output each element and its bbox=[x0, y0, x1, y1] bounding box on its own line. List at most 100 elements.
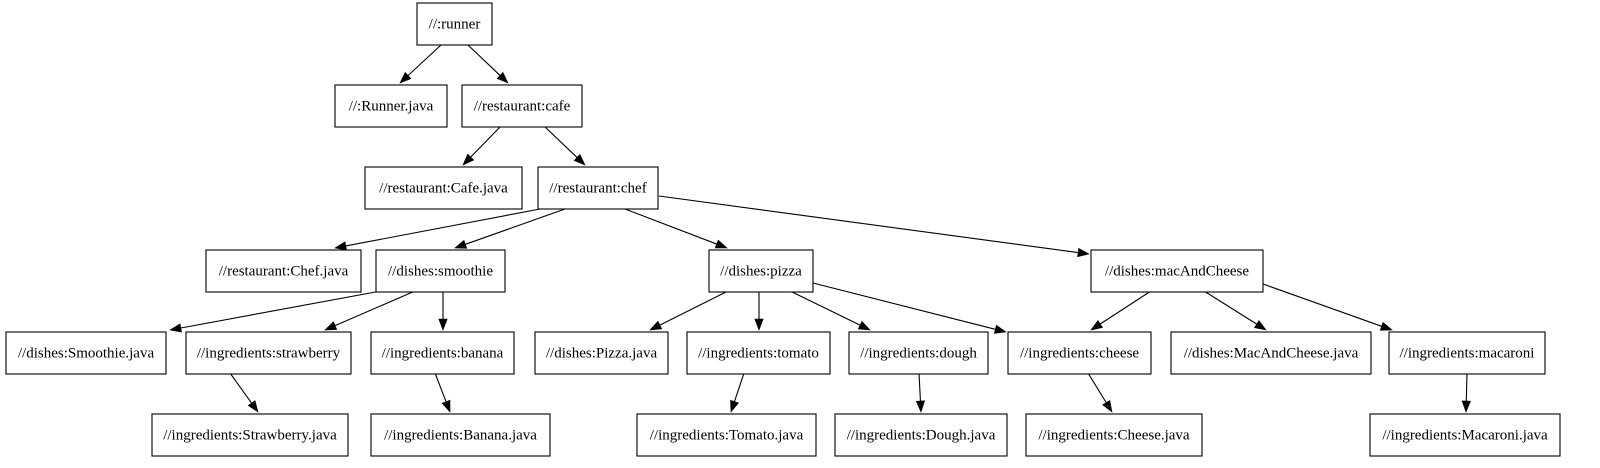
graph-node-chef_java[interactable]: //restaurant:Chef.java bbox=[205, 249, 362, 293]
edge-ing_banana-to-banana_java bbox=[434, 372, 451, 413]
arrowhead-icon bbox=[1253, 320, 1267, 331]
arrowhead-icon bbox=[1379, 321, 1393, 331]
node-label: //ingredients:Banana.java bbox=[384, 427, 537, 443]
edge-ing_macaroni-to-macaroni_java bbox=[1461, 372, 1471, 413]
node-label: //ingredients:tomato bbox=[698, 345, 819, 361]
edge-dishes_macandcheese-to-ing_cheese bbox=[1090, 290, 1152, 331]
graph-node-strawberry_java[interactable]: //ingredients:Strawberry.java bbox=[151, 413, 349, 457]
arrowhead-icon bbox=[496, 71, 509, 84]
graph-node-restaurant_chef[interactable]: //restaurant:chef bbox=[537, 166, 659, 210]
arrowhead-icon bbox=[730, 399, 739, 413]
node-box[interactable] bbox=[848, 331, 989, 375]
edge-line bbox=[345, 208, 541, 247]
node-label: //restaurant:Chef.java bbox=[219, 263, 349, 279]
edge-dishes_smoothie-to-ing_strawberry bbox=[324, 290, 416, 331]
edge-line bbox=[1262, 283, 1382, 327]
arrowhead-icon bbox=[334, 241, 347, 251]
arrowhead-icon bbox=[754, 318, 764, 331]
node-box[interactable] bbox=[5, 331, 167, 375]
node-box[interactable] bbox=[1007, 331, 1152, 375]
node-box[interactable] bbox=[1025, 413, 1203, 457]
node-label: //ingredients:Dough.java bbox=[847, 427, 996, 443]
node-label: //ingredients:macaroni bbox=[1400, 345, 1535, 361]
node-box[interactable] bbox=[1170, 331, 1372, 375]
edge-line bbox=[334, 290, 416, 327]
graph-node-ing_tomato[interactable]: //ingredients:tomato bbox=[686, 331, 831, 375]
node-box[interactable] bbox=[1369, 413, 1561, 457]
edge-line bbox=[434, 372, 447, 402]
arrowhead-icon bbox=[441, 399, 451, 413]
node-box[interactable] bbox=[461, 84, 583, 128]
edge-line bbox=[1099, 290, 1152, 325]
node-label: //dishes:macAndCheese bbox=[1105, 263, 1249, 279]
arrowhead-icon bbox=[169, 323, 182, 333]
edge-line bbox=[733, 372, 745, 402]
node-label: //dishes:Smoothie.java bbox=[18, 345, 155, 361]
node-label: //restaurant:cafe bbox=[474, 98, 571, 114]
arrowhead-icon bbox=[1090, 319, 1104, 331]
edge-line bbox=[1203, 290, 1257, 325]
node-label: //ingredients:dough bbox=[860, 345, 977, 361]
node-label: //ingredients:banana bbox=[382, 345, 504, 361]
edge-ing_dough-to-dough_java bbox=[915, 372, 926, 413]
node-box[interactable] bbox=[205, 249, 362, 293]
node-box[interactable] bbox=[364, 166, 523, 210]
graph-node-ing_dough[interactable]: //ingredients:dough bbox=[848, 331, 989, 375]
node-box[interactable] bbox=[1388, 331, 1546, 375]
node-box[interactable] bbox=[1090, 249, 1264, 293]
node-label: //restaurant:Cafe.java bbox=[379, 180, 508, 196]
node-box[interactable] bbox=[636, 413, 817, 457]
edge-line bbox=[1465, 372, 1468, 402]
graph-node-cafe_java[interactable]: //restaurant:Cafe.java bbox=[364, 166, 523, 210]
graph-node-ing_strawberry[interactable]: //ingredients:strawberry bbox=[185, 331, 352, 375]
node-box[interactable] bbox=[708, 249, 814, 293]
graph-node-ing_banana[interactable]: //ingredients:banana bbox=[370, 331, 515, 375]
graph-node-dishes_pizza[interactable]: //dishes:pizza bbox=[708, 249, 814, 293]
node-box[interactable] bbox=[534, 331, 669, 375]
edge-dishes_macandcheese-to-macandcheese_java bbox=[1203, 290, 1267, 331]
node-box[interactable] bbox=[537, 166, 659, 210]
edge-ing_tomato-to-tomato_java bbox=[730, 372, 745, 413]
arrowhead-icon bbox=[573, 153, 586, 166]
node-label: //dishes:Pizza.java bbox=[546, 345, 658, 361]
graph-node-runner[interactable]: //:runner bbox=[416, 2, 493, 46]
node-box[interactable] bbox=[334, 84, 448, 128]
graph-node-runner_java[interactable]: //:Runner.java bbox=[334, 84, 448, 128]
graph-node-restaurant_cafe[interactable]: //restaurant:cafe bbox=[461, 84, 583, 128]
graph-node-dough_java[interactable]: //ingredients:Dough.java bbox=[834, 413, 1008, 457]
edge-restaurant_chef-to-dishes_smoothie bbox=[454, 208, 566, 249]
edge-ing_strawberry-to-strawberry_java bbox=[229, 372, 259, 413]
graph-node-dishes_macandcheese[interactable]: //dishes:macAndCheese bbox=[1090, 249, 1264, 293]
graph-node-pizza_java[interactable]: //dishes:Pizza.java bbox=[534, 331, 669, 375]
arrowhead-icon bbox=[438, 318, 448, 331]
graph-node-ing_macaroni[interactable]: //ingredients:macaroni bbox=[1388, 331, 1546, 375]
node-label: //:Runner.java bbox=[349, 98, 434, 114]
arrowhead-icon bbox=[714, 239, 728, 249]
graph-node-dishes_smoothie[interactable]: //dishes:smoothie bbox=[375, 249, 506, 293]
node-box[interactable] bbox=[686, 331, 831, 375]
edge-runner-to-runner_java bbox=[399, 44, 442, 84]
node-box[interactable] bbox=[834, 413, 1008, 457]
node-box[interactable] bbox=[375, 249, 506, 293]
graph-node-cheese_java[interactable]: //ingredients:Cheese.java bbox=[1025, 413, 1203, 457]
arrowhead-icon bbox=[454, 239, 468, 249]
graph-node-smoothie_java[interactable]: //dishes:Smoothie.java bbox=[5, 331, 167, 375]
graph-node-tomato_java[interactable]: //ingredients:Tomato.java bbox=[636, 413, 817, 457]
node-label: //ingredients:Macaroni.java bbox=[1382, 427, 1548, 443]
node-label: //ingredients:Tomato.java bbox=[650, 427, 804, 443]
edge-line bbox=[467, 44, 501, 76]
node-label: //dishes:MacAndCheese.java bbox=[1184, 345, 1359, 361]
edge-line bbox=[407, 44, 442, 76]
graph-node-macaroni_java[interactable]: //ingredients:Macaroni.java bbox=[1369, 413, 1561, 457]
node-box[interactable] bbox=[151, 413, 349, 457]
node-box[interactable] bbox=[370, 331, 515, 375]
graph-node-banana_java[interactable]: //ingredients:Banana.java bbox=[370, 413, 551, 457]
arrowhead-icon bbox=[915, 400, 926, 413]
node-box[interactable] bbox=[370, 413, 551, 457]
graph-node-ing_cheese[interactable]: //ingredients:cheese bbox=[1007, 331, 1152, 375]
node-box[interactable] bbox=[185, 331, 352, 375]
node-box[interactable] bbox=[416, 2, 493, 46]
graph-node-macandcheese_java[interactable]: //dishes:MacAndCheese.java bbox=[1170, 331, 1372, 375]
